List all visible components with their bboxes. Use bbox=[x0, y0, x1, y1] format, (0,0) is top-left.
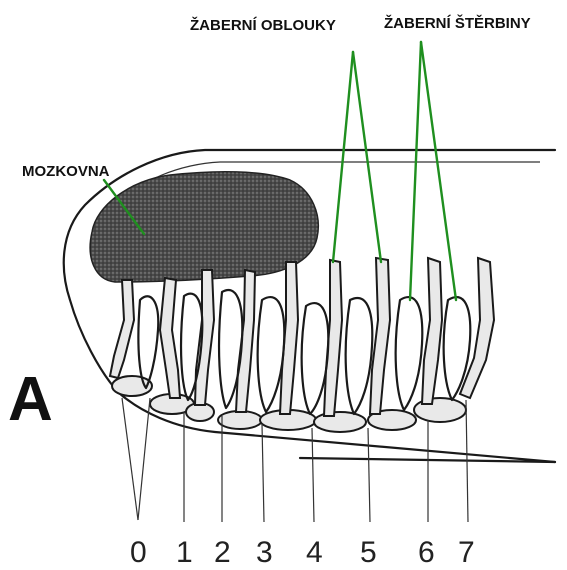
segment-number: 5 bbox=[360, 536, 377, 569]
label-gill-arches: ŽABERNÍ OBLOUKY bbox=[190, 16, 336, 34]
segment-number: 4 bbox=[306, 536, 323, 569]
leader-slit-a bbox=[410, 42, 421, 300]
label-gill-slits: ŽABERNÍ ŠTĚRBINY bbox=[384, 14, 531, 32]
segment-number: 1 bbox=[176, 536, 193, 569]
segment-number: 3 bbox=[256, 536, 273, 569]
segment-number: 6 bbox=[418, 536, 435, 569]
segment-numbers: 0 1 2 3 4 5 6 7 bbox=[130, 536, 475, 569]
segment-number: 2 bbox=[214, 536, 231, 569]
braincase-shape bbox=[90, 172, 318, 282]
segment-number: 7 bbox=[458, 536, 475, 569]
leader-arch-b bbox=[353, 52, 381, 262]
label-braincase: MOZKOVNA bbox=[22, 163, 110, 180]
segment-number: 0 bbox=[130, 536, 147, 569]
panel-letter: A bbox=[8, 365, 53, 434]
gill-slit-loops bbox=[138, 290, 470, 414]
leader-arch-a bbox=[333, 52, 353, 262]
